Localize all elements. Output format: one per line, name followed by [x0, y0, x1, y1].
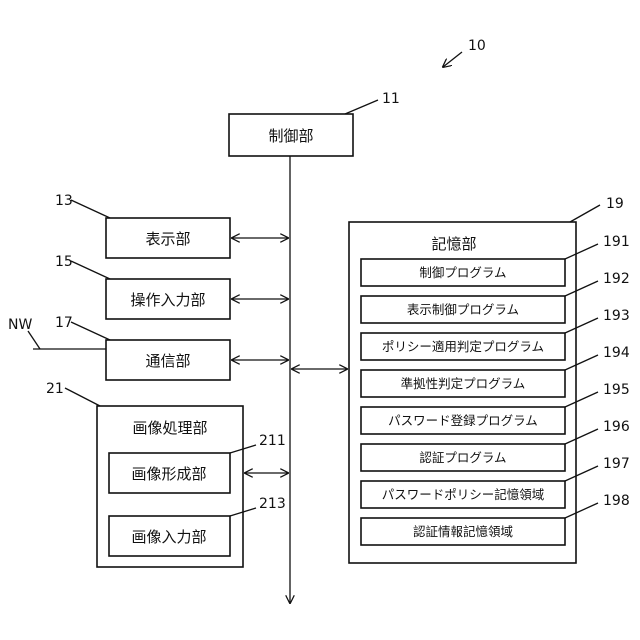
operation-input-ref: 15 [55, 254, 73, 270]
controller-ref: 11 [382, 91, 400, 107]
storage-item-ref: 195 [603, 382, 630, 398]
controller-label: 制御部 [268, 127, 313, 145]
display-leader [71, 200, 110, 218]
operation-input-label: 操作入力部 [130, 291, 205, 309]
storage-item-ref: 193 [603, 308, 630, 324]
image-input-label: 画像入力部 [131, 528, 206, 546]
storage-item-ref: 196 [603, 419, 630, 435]
storage-item-ref: 197 [603, 456, 630, 472]
storage-item-label: パスワード登録プログラム [388, 413, 538, 428]
communication-ref: 17 [55, 315, 73, 331]
storage-leader [570, 205, 600, 222]
display-label: 表示部 [145, 230, 190, 248]
storage-label: 記憶部 [431, 235, 476, 253]
image-forming-label: 画像形成部 [131, 465, 206, 483]
storage-item-label: ポリシー適用判定プログラム [382, 339, 544, 354]
display-ref: 13 [55, 193, 73, 209]
storage-item-ref: 192 [603, 271, 630, 287]
storage-item-label: 認証情報記憶領域 [413, 524, 513, 539]
communication-label: 通信部 [145, 352, 190, 370]
storage-ref: 19 [606, 196, 624, 212]
storage-item-label: 認証プログラム [419, 450, 506, 465]
storage-item-label: パスワードポリシー記憶領域 [382, 487, 545, 502]
communication-leader [71, 322, 110, 340]
controller-leader [345, 100, 378, 114]
storage-item-ref: 191 [603, 234, 630, 250]
image-processing-leader [65, 388, 100, 406]
storage-item-label: 制御プログラム [419, 265, 506, 280]
image-processing-label: 画像処理部 [132, 419, 207, 437]
figure-ref-arrow [443, 52, 462, 67]
storage-item-label: 表示制御プログラム [407, 302, 519, 317]
network-ref: NW [8, 317, 32, 333]
storage-item-ref: 194 [603, 345, 630, 361]
figure-ref-label: 10 [468, 38, 486, 54]
image-input-ref: 213 [259, 496, 286, 512]
image-processing-ref: 21 [46, 381, 64, 397]
network-leader [28, 331, 40, 349]
image-forming-ref: 211 [259, 433, 286, 449]
operation-input-leader [71, 261, 110, 279]
storage-item-label: 準拠性判定プログラム [401, 376, 526, 391]
storage-item-ref: 198 [603, 493, 630, 509]
